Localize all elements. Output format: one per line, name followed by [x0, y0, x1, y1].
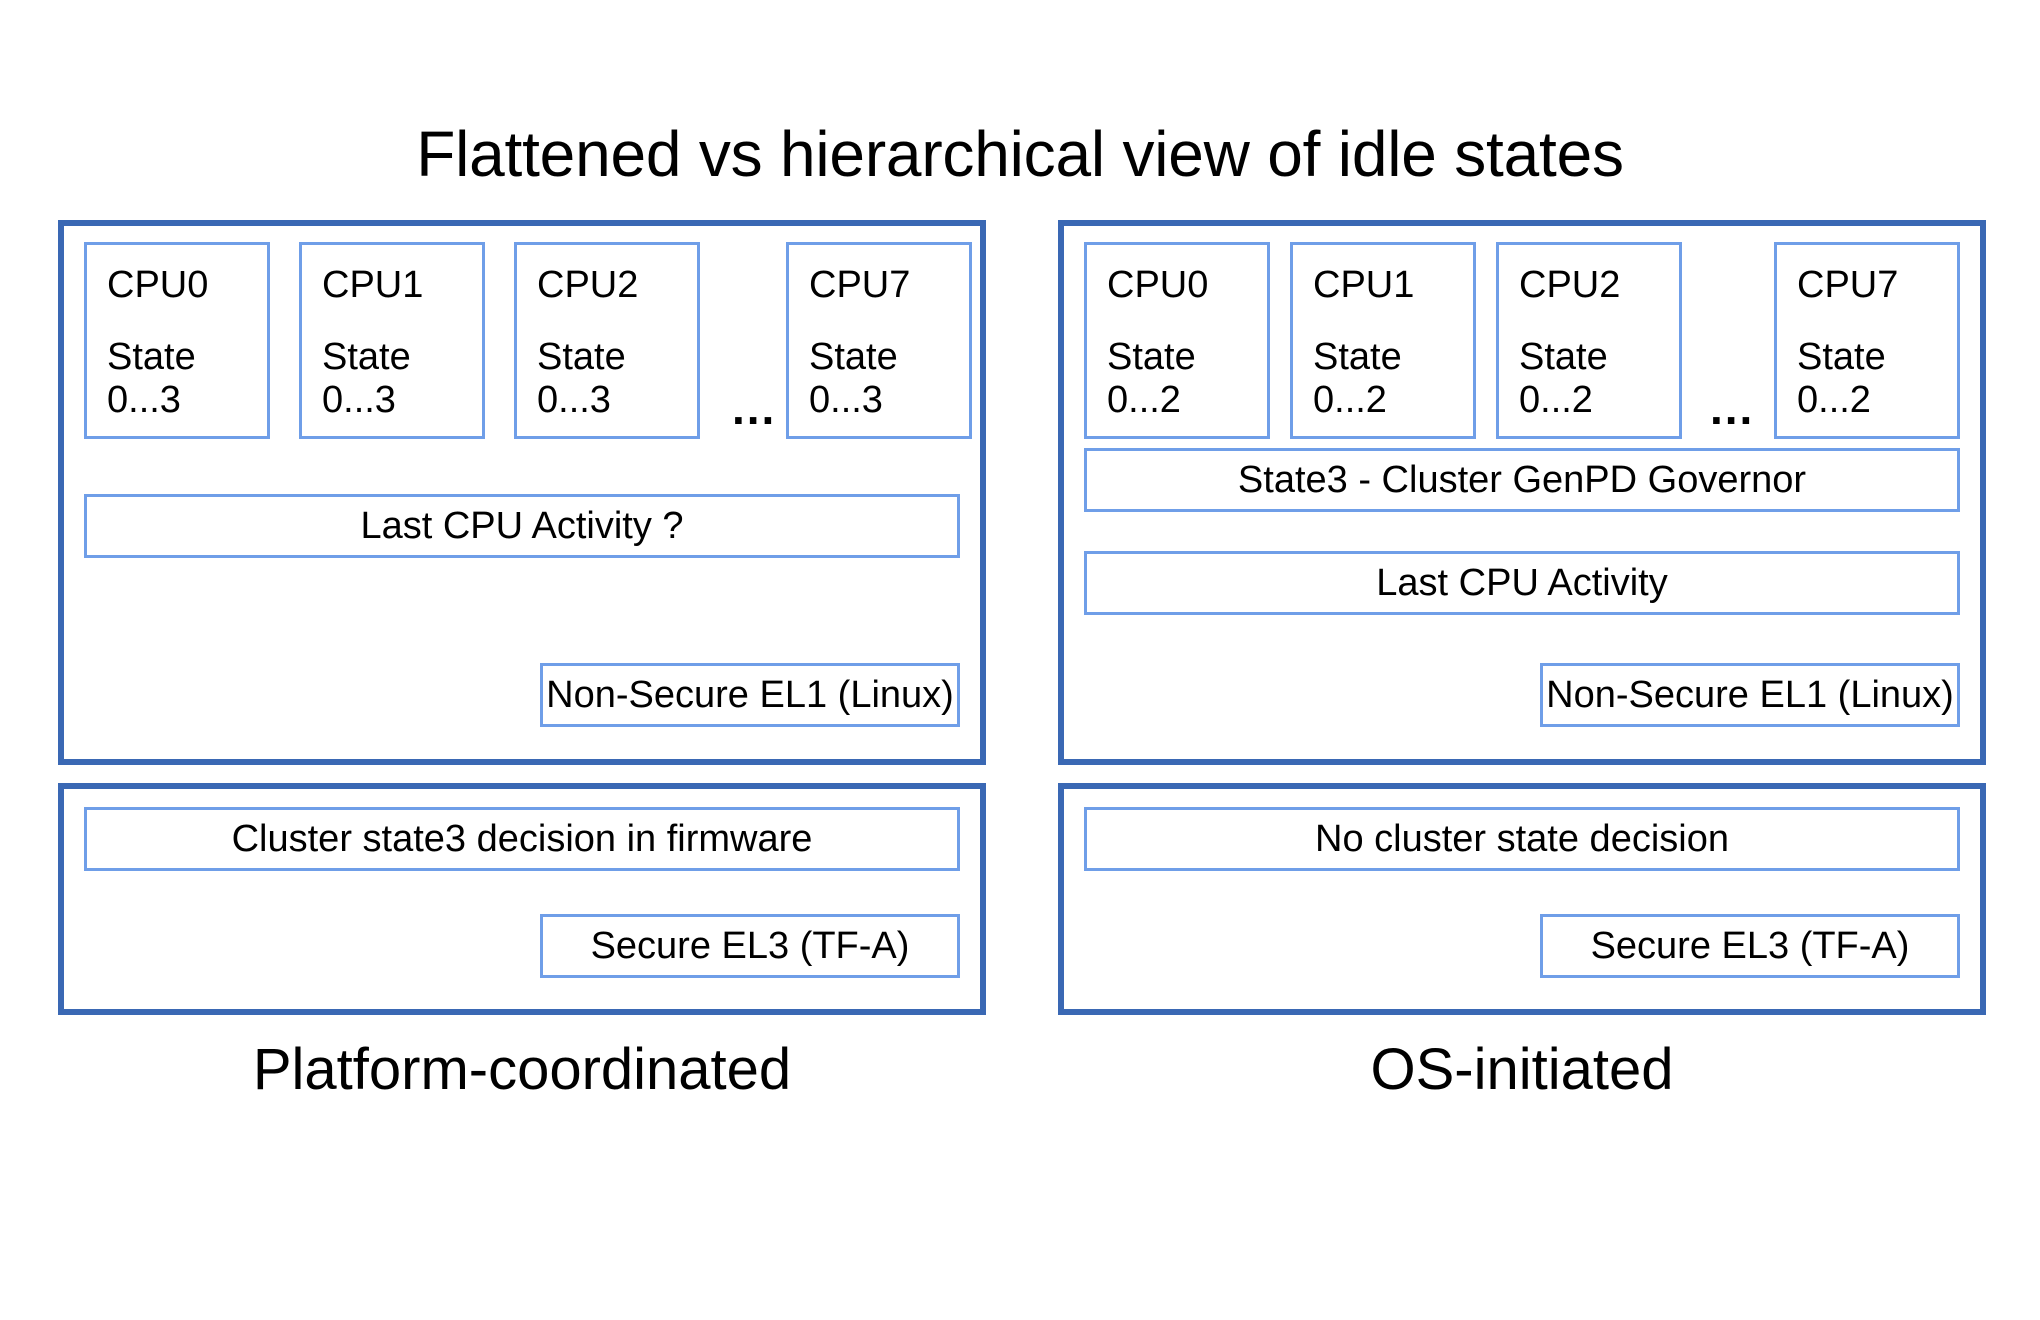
- cpu-label: CPU7: [1797, 264, 1899, 306]
- secure-el3-panel-left: Cluster state3 decision in firmware Secu…: [58, 783, 986, 1015]
- column-caption-platform-coordinated: Platform-coordinated: [252, 1037, 792, 1102]
- exception-level-badge-el1-left: Non-Secure EL1 (Linux): [540, 663, 960, 727]
- cpu-label: CPU1: [322, 264, 424, 306]
- exception-level-badge-el3-right: Secure EL3 (TF-A): [1540, 914, 1960, 978]
- cpu-label: CPU1: [1313, 264, 1415, 306]
- exception-level-badge-el1-right: Non-Secure EL1 (Linux): [1540, 663, 1960, 727]
- last-cpu-activity-bar-right[interactable]: Last CPU Activity: [1084, 551, 1960, 615]
- cpu-label: CPU0: [107, 264, 209, 306]
- cluster-decision-bar-left[interactable]: Cluster state3 decision in firmware: [84, 807, 960, 871]
- cpu-ellipsis-left: ...: [732, 382, 777, 434]
- no-cluster-decision-bar-right[interactable]: No cluster state decision: [1084, 807, 1960, 871]
- cpu-label: CPU2: [1519, 264, 1621, 306]
- cpu-label: CPU2: [537, 264, 639, 306]
- exception-level-badge-el3-left: Secure EL3 (TF-A): [540, 914, 960, 978]
- secure-el3-panel-right: No cluster state decision Secure EL3 (TF…: [1058, 783, 1986, 1015]
- cluster-genpd-governor-bar-right[interactable]: State3 - Cluster GenPD Governor: [1084, 448, 1960, 512]
- cpu-label: CPU7: [809, 264, 911, 306]
- column-caption-os-initiated: OS-initiated: [1370, 1037, 1674, 1102]
- last-cpu-activity-bar-left[interactable]: Last CPU Activity ?: [84, 494, 960, 558]
- cpu-label: CPU0: [1107, 264, 1209, 306]
- page-title: Flattened vs hierarchical view of idle s…: [416, 118, 1624, 190]
- cpu-ellipsis-right: ...: [1710, 382, 1755, 434]
